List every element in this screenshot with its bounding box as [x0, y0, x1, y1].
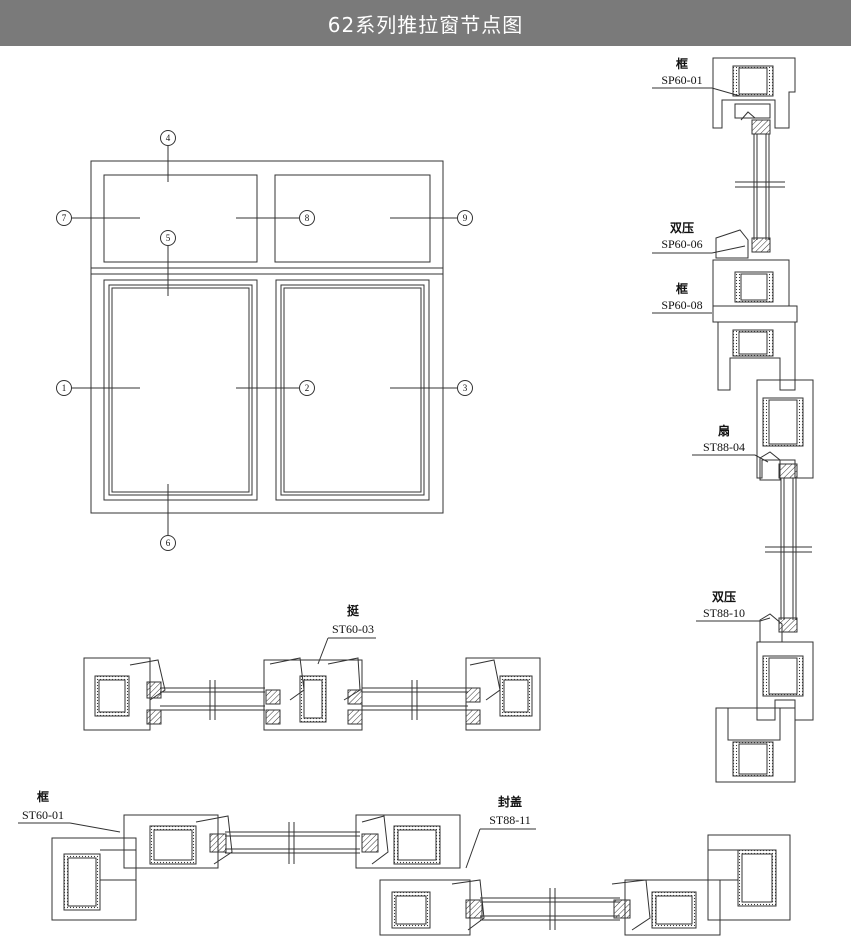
- svg-text:8: 8: [305, 213, 310, 223]
- svg-text:ST88-11: ST88-11: [489, 813, 531, 827]
- window-elevation: [72, 146, 457, 535]
- label-frame-bottom: 框 ST60-01: [18, 789, 121, 833]
- svg-text:7: 7: [62, 213, 67, 223]
- svg-text:双压: 双压: [670, 221, 694, 235]
- marker-2: 2: [299, 380, 315, 396]
- svg-text:ST60-03: ST60-03: [332, 622, 374, 636]
- svg-text:6: 6: [166, 538, 171, 548]
- marker-3: 3: [457, 380, 473, 396]
- label-frame-top: 框 SP60-01: [652, 56, 741, 97]
- svg-text:SP60-01: SP60-01: [661, 73, 702, 87]
- svg-text:4: 4: [166, 133, 171, 143]
- svg-text:封盖: 封盖: [498, 794, 522, 809]
- vertical-section: [712, 57, 814, 783]
- marker-7: 7: [56, 210, 72, 226]
- svg-text:9: 9: [463, 213, 468, 223]
- svg-text:ST60-01: ST60-01: [22, 808, 64, 822]
- marker-1: 1: [56, 380, 72, 396]
- page-title: 62系列推拉窗节点图: [327, 12, 524, 37]
- svg-text:框: 框: [37, 789, 49, 804]
- horizontal-section-upper: [83, 657, 541, 731]
- label-double-top: 双压 SP60-06: [652, 221, 746, 254]
- svg-text:框: 框: [676, 56, 688, 71]
- marker-8: 8: [299, 210, 315, 226]
- marker-9: 9: [457, 210, 473, 226]
- label-double-low: 双压 ST88-10: [696, 590, 771, 622]
- label-mullion: 挺 ST60-03: [317, 603, 376, 665]
- label-frame-mid: 框 SP60-08: [652, 281, 712, 314]
- label-sash: 扇 ST88-04: [692, 423, 769, 463]
- label-cover: 封盖 ST88-11: [465, 794, 536, 869]
- svg-text:SP60-06: SP60-06: [661, 237, 702, 251]
- marker-6: 6: [160, 535, 176, 551]
- svg-text:1: 1: [62, 383, 67, 393]
- svg-text:3: 3: [463, 383, 468, 393]
- svg-text:挺: 挺: [347, 603, 360, 618]
- svg-text:扇: 扇: [718, 423, 730, 438]
- svg-text:5: 5: [166, 233, 171, 243]
- svg-text:SP60-08: SP60-08: [661, 298, 702, 312]
- svg-text:双压: 双压: [712, 590, 736, 604]
- svg-text:ST88-04: ST88-04: [703, 440, 745, 454]
- marker-5: 5: [160, 230, 176, 246]
- horizontal-section-lower: [51, 814, 791, 936]
- title-bar: 62系列推拉窗节点图: [0, 0, 851, 46]
- marker-4: 4: [160, 130, 176, 146]
- svg-text:2: 2: [305, 383, 310, 393]
- svg-text:框: 框: [676, 281, 688, 296]
- svg-text:ST88-10: ST88-10: [703, 606, 745, 620]
